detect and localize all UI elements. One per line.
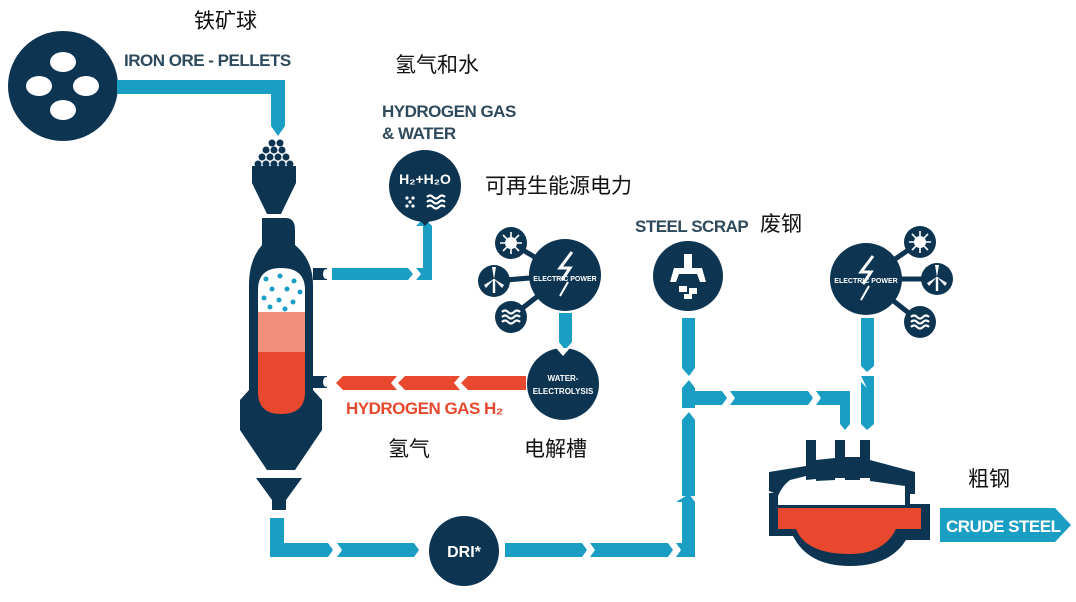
steel-scrap-label: STEEL SCRAP xyxy=(635,217,748,236)
h2-water-label-line2: & WATER xyxy=(382,124,456,143)
electric-power-node-2: ELECTRIC POWER xyxy=(830,226,953,338)
iron-ore-label: IRON ORE - PELLETS xyxy=(124,51,291,70)
pipe-to-eaf xyxy=(695,391,850,430)
electrolysis-label-line2: ELECTROLYSIS xyxy=(533,387,594,396)
hydrogen-gas-label-cn: 氢气 xyxy=(388,437,430,461)
sun-icon xyxy=(908,230,932,254)
pellet-pile-icon xyxy=(254,139,294,168)
iron-ore-node xyxy=(8,31,118,141)
hydrogen-gas-label: HYDROGEN GAS H₂ xyxy=(346,399,503,418)
crude-steel-label: CRUDE STEEL xyxy=(946,517,1061,536)
pellets-icon xyxy=(26,52,99,120)
pipe-ore-to-shaft xyxy=(117,80,285,136)
steel-scrap-label-cn: 废钢 xyxy=(760,212,802,236)
crude-steel-output: CRUDE STEEL xyxy=(940,508,1071,542)
gas-bubbles xyxy=(261,273,303,312)
crude-steel-label-cn: 粗钢 xyxy=(968,467,1010,491)
h2-water-node: H₂+H₂O xyxy=(389,150,461,226)
electrolysis-label-cn: 电解槽 xyxy=(524,437,587,461)
pipe-vertical-main xyxy=(682,380,695,496)
pipe-power-to-electrolysis xyxy=(559,313,572,350)
electric-power-label-1: ELECTRIC POWER xyxy=(533,276,596,283)
electric-power-label-2: ELECTRIC POWER xyxy=(834,278,897,285)
electrolysis-label-line1: WATER- xyxy=(548,374,579,383)
sun-icon xyxy=(499,231,523,255)
iron-ore-label-cn: 铁矿球 xyxy=(194,9,257,33)
pipe-scrap-down xyxy=(682,318,695,376)
renewable-power-label-cn: 可再生能源电力 xyxy=(485,174,632,198)
h2-water-label-cn: 氢气和水 xyxy=(395,53,479,77)
electric-arc-furnace xyxy=(769,440,930,566)
dri-label: DRI* xyxy=(447,544,482,561)
electrolysis-node: WATER- ELECTROLYSIS xyxy=(527,348,599,420)
shaft-furnace xyxy=(240,139,329,510)
h2-water-label-line1: HYDROGEN GAS xyxy=(382,102,516,121)
dri-node: DRI* xyxy=(429,516,499,586)
h2-water-formula: H₂+H₂O xyxy=(399,171,451,187)
iron-ore-circle xyxy=(8,31,118,141)
electric-power-node-1: ELECTRIC POWER xyxy=(478,227,601,333)
steel-scrap-node xyxy=(653,241,723,311)
gas-dots-icon xyxy=(405,196,415,208)
hydrogen-flow-arrows xyxy=(336,376,526,390)
pipe-power2-down xyxy=(861,318,874,430)
pipe-dri xyxy=(270,494,695,557)
pipe-exhaust xyxy=(332,218,432,280)
scrap-grabber-icon xyxy=(670,254,706,299)
